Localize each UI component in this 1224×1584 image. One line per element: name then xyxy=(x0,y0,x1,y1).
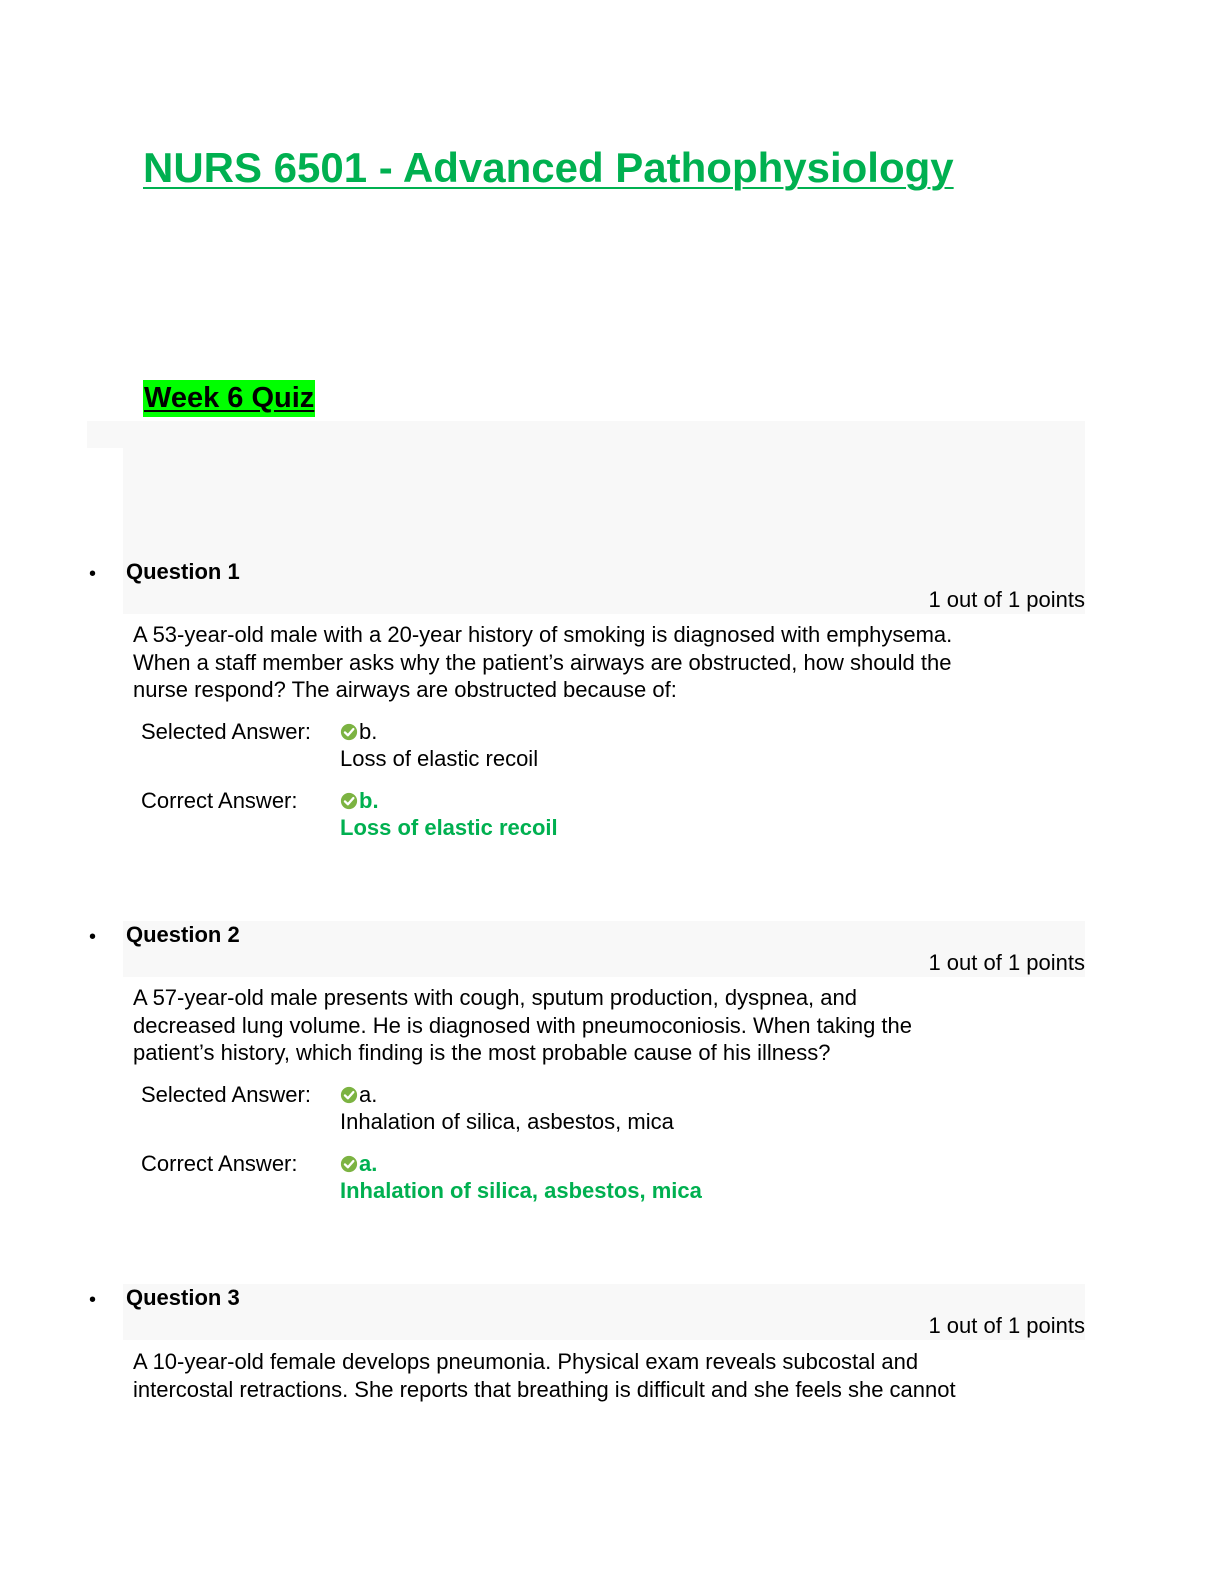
question-text-line: nurse respond? The airways are obstructe… xyxy=(133,677,677,702)
correct-answer-text: Loss of elastic recoil xyxy=(340,815,558,840)
question-text-line: A 53-year-old male with a 20-year histor… xyxy=(133,622,953,647)
question-header-band xyxy=(123,1284,1085,1340)
selected-answer-letter: a. xyxy=(359,1082,378,1107)
correct-answer: b. Loss of elastic recoil xyxy=(340,787,558,841)
quiz-title: Week 6 Quiz xyxy=(143,380,316,417)
question-text-line: A 57-year-old male presents with cough, … xyxy=(133,985,857,1010)
selected-answer-text: Inhalation of silica, asbestos, mica xyxy=(340,1109,674,1134)
correct-answer: a. Inhalation of silica, asbestos, mica xyxy=(340,1150,702,1204)
question-points: 1 out of 1 points xyxy=(928,1313,1085,1338)
question-points: 1 out of 1 points xyxy=(928,587,1085,612)
check-circle-icon xyxy=(340,1086,358,1104)
correct-answer-letter: a. xyxy=(359,1151,378,1176)
selected-answer: b. Loss of elastic recoil xyxy=(340,718,538,772)
bullet: • xyxy=(89,563,97,585)
check-circle-icon xyxy=(340,792,358,810)
question-text-line: intercostal retractions. She reports tha… xyxy=(133,1376,956,1402)
question-label: Question 2 xyxy=(126,922,240,947)
question-text-line: patient’s history, which finding is the … xyxy=(133,1040,831,1065)
selected-answer-label: Selected Answer: xyxy=(141,719,311,744)
question-text-line: A 10-year-old female develops pneumonia.… xyxy=(133,1349,919,1374)
top-panel xyxy=(123,448,1085,558)
course-title[interactable]: NURS 6501 - Advanced Pathophysiology xyxy=(143,144,954,191)
top-panel-band xyxy=(87,421,1085,448)
bullet: • xyxy=(89,1289,97,1311)
question-header-band xyxy=(123,921,1085,977)
question-text-line: decreased lung volume. He is diagnosed w… xyxy=(133,1012,913,1038)
question-label: Question 3 xyxy=(126,1285,240,1310)
selected-answer: a. Inhalation of silica, asbestos, mica xyxy=(340,1081,674,1135)
correct-answer-label: Correct Answer: xyxy=(141,1151,298,1176)
correct-answer-letter: b. xyxy=(359,788,379,813)
check-circle-icon xyxy=(340,723,358,741)
question-points: 1 out of 1 points xyxy=(928,950,1085,975)
question-text: A 10-year-old female develops pneumonia.… xyxy=(133,1348,1093,1403)
bullet: • xyxy=(89,926,97,948)
correct-answer-label: Correct Answer: xyxy=(141,788,298,813)
question-header-band xyxy=(123,558,1085,614)
correct-answer-text: Inhalation of silica, asbestos, mica xyxy=(340,1178,702,1203)
check-circle-icon xyxy=(340,1155,358,1173)
selected-answer-label: Selected Answer: xyxy=(141,1082,311,1107)
question-text-line: When a staff member asks why the patient… xyxy=(133,649,952,675)
question-text: A 53-year-old male with a 20-year histor… xyxy=(133,621,1093,704)
question-label: Question 1 xyxy=(126,559,240,584)
selected-answer-letter: b. xyxy=(359,719,378,744)
question-text: A 57-year-old male presents with cough, … xyxy=(133,984,1093,1067)
selected-answer-text: Loss of elastic recoil xyxy=(340,746,539,771)
